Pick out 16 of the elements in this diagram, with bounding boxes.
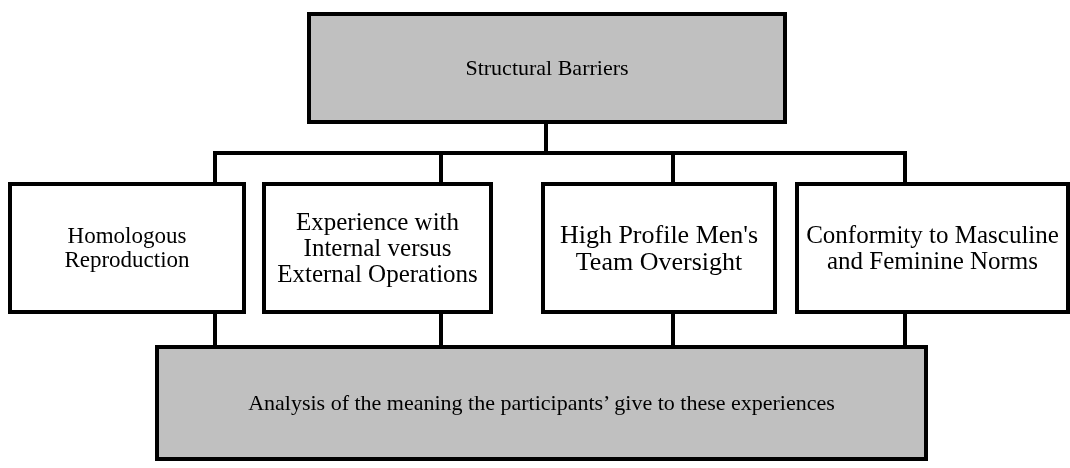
connector-line bbox=[903, 314, 907, 345]
category-box bbox=[795, 182, 1070, 314]
box-label: Structural Barriers bbox=[465, 56, 629, 80]
box-label: Homologous Reproduction bbox=[63, 223, 191, 273]
category-box bbox=[8, 182, 246, 314]
category-box bbox=[541, 182, 777, 314]
heading-box bbox=[307, 12, 787, 124]
category-box bbox=[262, 182, 493, 314]
box-label: Experience with Internal versus External Operations bbox=[276, 208, 479, 288]
connector-line bbox=[213, 314, 217, 345]
connector-line bbox=[671, 314, 675, 345]
box-label: High Profile Men's Team Oversight bbox=[559, 220, 759, 276]
analysis-box bbox=[155, 345, 928, 461]
box-label: Conformity to Masculine and Feminine Norms bbox=[805, 221, 1060, 275]
box-label: Analysis of the meaning the participants’ give to these experiences bbox=[248, 391, 835, 415]
connector-line bbox=[439, 314, 443, 345]
